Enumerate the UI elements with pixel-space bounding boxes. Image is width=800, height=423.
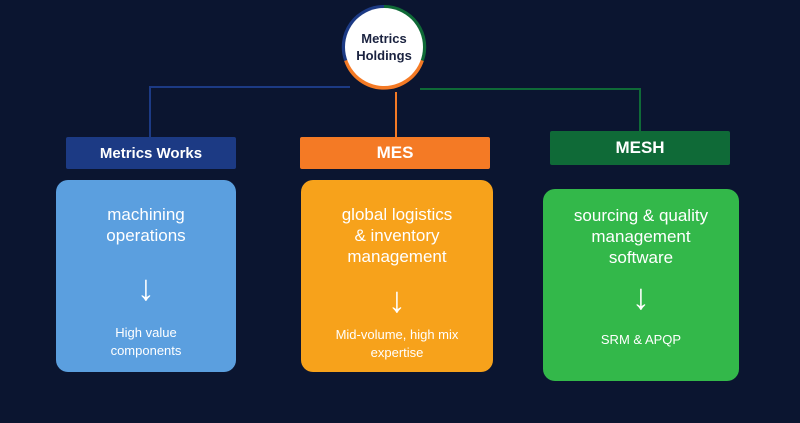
down-arrow-icon: ↓ bbox=[137, 267, 155, 308]
card-subtitle: SRM & APQP bbox=[600, 332, 682, 347]
connector-works bbox=[149, 86, 350, 137]
header-metrics-works: Metrics Works bbox=[66, 137, 236, 169]
root-label: Metrics Holdings bbox=[356, 31, 412, 63]
card-metrics-works: machining operations ↓ High value compon… bbox=[56, 180, 236, 372]
card-title: sourcing & quality management software bbox=[573, 206, 709, 267]
card-mesh: sourcing & quality management software ↓… bbox=[543, 189, 739, 381]
card-subtitle: Mid-volume, high mix expertise bbox=[335, 327, 459, 360]
header-mes: MES bbox=[300, 137, 490, 169]
card-subtitle: High value components bbox=[110, 325, 182, 358]
card-mes: global logistics & inventory management … bbox=[301, 180, 493, 372]
header-mesh: MESH bbox=[550, 131, 730, 165]
connector-mesh bbox=[420, 88, 641, 131]
down-arrow-icon: ↓ bbox=[388, 279, 406, 320]
root-node: Metrics Holdings bbox=[345, 8, 423, 86]
card-title: global logistics & inventory management bbox=[341, 205, 453, 266]
down-arrow-icon: ↓ bbox=[632, 276, 650, 317]
card-title: machining operations bbox=[106, 205, 186, 245]
